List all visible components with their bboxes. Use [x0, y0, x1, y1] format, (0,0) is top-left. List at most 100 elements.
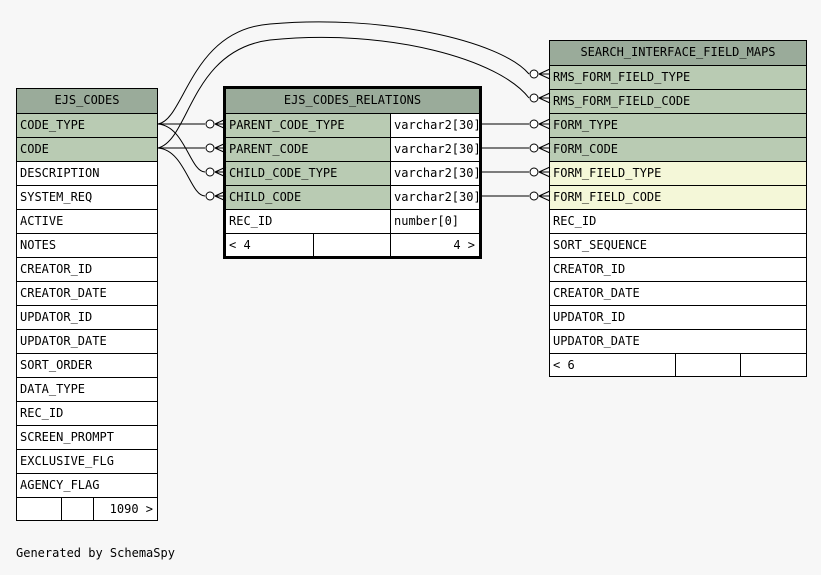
table-column[interactable]: PARENT_CODE_TYPE varchar2[30]: [226, 113, 479, 137]
table-column[interactable]: CODE: [17, 137, 157, 161]
column-type: varchar2[30]: [390, 114, 479, 137]
table-column[interactable]: UPDATOR_ID: [550, 305, 806, 329]
column-type: varchar2[30]: [390, 138, 479, 161]
table-column[interactable]: CREATOR_ID: [550, 257, 806, 281]
column-name: UPDATOR_ID: [20, 310, 93, 324]
column-name: CREATOR_DATE: [20, 286, 107, 300]
column-name: FORM_FIELD_TYPE: [553, 166, 662, 180]
column-name: FORM_TYPE: [553, 118, 619, 132]
column-name: SCREEN_PROMPT: [20, 430, 114, 444]
table-column[interactable]: UPDATOR_DATE: [550, 329, 806, 353]
column-name: AGENCY_FLAG: [20, 478, 100, 492]
optional-marker: [529, 191, 539, 201]
table-footer: 1090 >: [17, 497, 157, 521]
table-header[interactable]: SEARCH_INTERFACE_FIELD_MAPS: [550, 41, 806, 65]
column-name: CREATOR_DATE: [553, 286, 640, 300]
column-type: varchar2[30]: [390, 162, 479, 185]
column-type: number[0]: [390, 210, 479, 233]
column-name: CREATOR_ID: [20, 262, 93, 276]
column-name: FORM_CODE: [553, 142, 619, 156]
table-footer: < 4 4 >: [226, 233, 479, 257]
optional-marker: [529, 143, 539, 153]
table-column[interactable]: FORM_FIELD_TYPE: [550, 161, 806, 185]
footer-cell: [675, 354, 740, 377]
ejs-codes-table[interactable]: EJS_CODES CODE_TYPE CODE DESCRIPTION SYS…: [16, 88, 158, 521]
column-name: UPDATOR_DATE: [553, 334, 640, 348]
column-name: REC_ID: [229, 214, 273, 228]
column-name: PARENT_CODE: [229, 142, 309, 156]
column-name: FORM_FIELD_CODE: [553, 190, 662, 204]
link-code-type-child-code-type: [157, 123, 206, 173]
table-column[interactable]: CODE_TYPE: [17, 113, 157, 137]
row-count-link[interactable]: 1090 >: [93, 498, 157, 521]
search-interface-field-maps-table[interactable]: SEARCH_INTERFACE_FIELD_MAPS RMS_FORM_FIE…: [549, 40, 807, 377]
parent-count-link[interactable]: < 6: [553, 358, 575, 372]
table-column[interactable]: EXCLUSIVE_FLG: [17, 449, 157, 473]
table-column[interactable]: SORT_ORDER: [17, 353, 157, 377]
table-header[interactable]: EJS_CODES: [17, 89, 157, 113]
ejs-codes-relations-table[interactable]: EJS_CODES_RELATIONS PARENT_CODE_TYPE var…: [223, 86, 482, 259]
table-column[interactable]: FORM_CODE: [550, 137, 806, 161]
column-name: RMS_FORM_FIELD_CODE: [553, 94, 691, 108]
column-name: REC_ID: [20, 406, 64, 420]
optional-marker: [529, 167, 539, 177]
table-column[interactable]: ACTIVE: [17, 209, 157, 233]
column-name: CREATOR_ID: [553, 262, 626, 276]
column-name: REC_ID: [553, 214, 597, 228]
column-name: DATA_TYPE: [20, 382, 86, 396]
table-column[interactable]: NOTES: [17, 233, 157, 257]
parent-count-link[interactable]: < 4: [229, 238, 251, 252]
table-column[interactable]: FORM_FIELD_CODE: [550, 185, 806, 209]
column-name: EXCLUSIVE_FLG: [20, 454, 114, 468]
column-name: RMS_FORM_FIELD_TYPE: [553, 70, 691, 84]
optional-marker: [205, 191, 215, 201]
table-column[interactable]: DATA_TYPE: [17, 377, 157, 401]
optional-marker: [529, 93, 539, 103]
footer-cell: [61, 498, 93, 521]
column-name: NOTES: [20, 238, 57, 252]
optional-marker: [205, 143, 215, 153]
child-count-link[interactable]: 4 >: [390, 234, 479, 257]
table-column[interactable]: SORT_SEQUENCE: [550, 233, 806, 257]
optional-marker: [529, 69, 539, 79]
table-column[interactable]: DESCRIPTION: [17, 161, 157, 185]
column-type: varchar2[30]: [390, 186, 479, 209]
table-column[interactable]: CHILD_CODE_TYPE varchar2[30]: [226, 161, 479, 185]
column-name: CODE: [20, 142, 49, 156]
table-column[interactable]: UPDATOR_ID: [17, 305, 157, 329]
table-column[interactable]: CREATOR_ID: [17, 257, 157, 281]
column-name: SYSTEM_REQ: [20, 190, 93, 204]
table-column[interactable]: CREATOR_DATE: [550, 281, 806, 305]
table-column[interactable]: AGENCY_FLAG: [17, 473, 157, 497]
column-name: CHILD_CODE_TYPE: [229, 166, 338, 180]
table-column[interactable]: SYSTEM_REQ: [17, 185, 157, 209]
footer-cell: [17, 498, 61, 521]
table-column[interactable]: UPDATOR_DATE: [17, 329, 157, 353]
table-column[interactable]: CHILD_CODE varchar2[30]: [226, 185, 479, 209]
table-column[interactable]: REC_ID: [550, 209, 806, 233]
footer-cell: [740, 354, 806, 377]
generated-by-caption: Generated by SchemaSpy: [16, 546, 175, 560]
optional-marker: [529, 119, 539, 129]
column-name: UPDATOR_DATE: [20, 334, 107, 348]
table-column[interactable]: REC_ID: [17, 401, 157, 425]
table-column[interactable]: PARENT_CODE varchar2[30]: [226, 137, 479, 161]
link-code-child-code: [157, 147, 206, 197]
table-footer: < 6: [550, 353, 806, 377]
table-column[interactable]: RMS_FORM_FIELD_TYPE: [550, 65, 806, 89]
column-name: DESCRIPTION: [20, 166, 100, 180]
column-name: SORT_ORDER: [20, 358, 93, 372]
column-name: CODE_TYPE: [20, 118, 86, 132]
column-name: SORT_SEQUENCE: [553, 238, 647, 252]
table-column[interactable]: REC_ID number[0]: [226, 209, 479, 233]
footer-cell: [313, 234, 390, 257]
column-name: PARENT_CODE_TYPE: [229, 118, 345, 132]
table-header[interactable]: EJS_CODES_RELATIONS: [226, 89, 479, 113]
table-column[interactable]: SCREEN_PROMPT: [17, 425, 157, 449]
column-name: ACTIVE: [20, 214, 64, 228]
table-column[interactable]: RMS_FORM_FIELD_CODE: [550, 89, 806, 113]
column-name: CHILD_CODE: [229, 190, 302, 204]
table-column[interactable]: FORM_TYPE: [550, 113, 806, 137]
table-column[interactable]: CREATOR_DATE: [17, 281, 157, 305]
column-name: UPDATOR_ID: [553, 310, 626, 324]
